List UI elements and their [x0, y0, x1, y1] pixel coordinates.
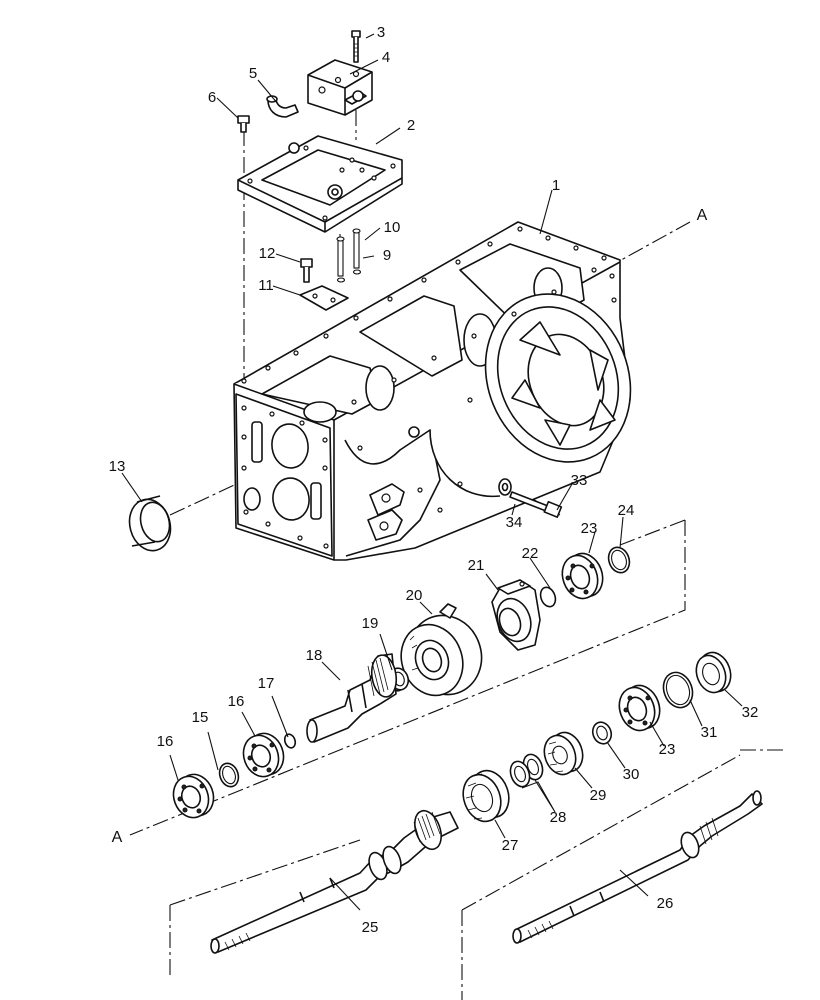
callout-5: 5: [249, 65, 257, 82]
section-refs: A A: [112, 207, 708, 846]
ball-bearing-16-right: [242, 732, 285, 778]
callout-3: 3: [377, 24, 385, 41]
callout-15: 15: [192, 709, 209, 726]
section-ref-a-bottom: A: [112, 829, 123, 846]
callout-18: 18: [306, 647, 323, 664]
callout-19: 19: [362, 615, 379, 632]
callout-20: 20: [406, 587, 423, 604]
callout-27: 27: [502, 837, 519, 854]
thrust-washer-30: [591, 721, 613, 745]
section-ref-a-top: A: [697, 207, 708, 224]
callout-13: 13: [109, 458, 126, 475]
snap-ring-24: [607, 546, 631, 574]
callout-29: 29: [590, 787, 607, 804]
callout-32: 32: [742, 704, 759, 721]
bolt-33: [509, 491, 563, 518]
callout-34: 34: [506, 514, 523, 531]
studs-9: [336, 228, 361, 277]
bearing-carrier-21: [491, 579, 541, 651]
ball-bearing-23-upper: [561, 552, 604, 600]
callout-16-right: 16: [228, 693, 245, 710]
washer-34: [498, 478, 512, 496]
callout-33: 33: [571, 472, 588, 489]
callout-17: 17: [258, 675, 275, 692]
callout-23-upper: 23: [581, 520, 598, 537]
ball-bearing-16-left: [172, 773, 215, 819]
callout-labels: 1 2 3 4 5 6 9 10 11 12 13 15 16 16 17 18…: [109, 24, 759, 936]
snap-ring-17: [283, 733, 297, 749]
callout-25: 25: [362, 919, 379, 936]
plate-11: [299, 285, 349, 311]
callout-31: 31: [701, 724, 718, 741]
valve-block-4: [307, 59, 373, 116]
gear-27: [462, 769, 510, 823]
callout-26: 26: [657, 895, 674, 912]
cover-plate-2: [237, 135, 403, 233]
oil-seal-32: [695, 651, 732, 694]
callout-11: 11: [258, 277, 274, 294]
transmission-housing-1: [233, 221, 632, 561]
callout-16-left: 16: [157, 733, 174, 750]
bushings-28: [509, 753, 544, 788]
callout-1: 1: [552, 177, 560, 194]
oil-seal-13: [128, 495, 172, 552]
callout-22: 22: [522, 545, 539, 562]
rear-face-holes: [241, 405, 329, 549]
callout-21: 21: [468, 557, 485, 574]
snap-ring-22: [539, 586, 557, 608]
callout-2: 2: [407, 117, 415, 134]
input-shaft-18: [306, 653, 398, 743]
leader-lines: [121, 33, 743, 911]
ball-bearing-23-lower: [618, 684, 661, 732]
callout-28: 28: [550, 809, 567, 826]
callout-24: 24: [618, 502, 635, 519]
callout-30: 30: [623, 766, 640, 783]
snap-ring-15: [218, 762, 240, 788]
callout-12: 12: [259, 245, 276, 262]
callout-23-lower: 23: [659, 741, 676, 758]
gear-29: [543, 731, 584, 776]
snap-ring-31: [662, 671, 694, 709]
bolt-12: [300, 258, 313, 283]
elbow-fitting-5: [266, 95, 299, 118]
pto-shaft-26: [512, 790, 763, 944]
callout-10: 10: [384, 219, 401, 236]
assembly-axes: [129, 110, 785, 1000]
bolt-6: [237, 115, 250, 133]
top-flange-holes: [241, 226, 617, 513]
callout-6: 6: [208, 89, 216, 106]
bolt-3: [351, 30, 361, 63]
o-rings-10: [336, 269, 362, 283]
callout-9: 9: [383, 247, 391, 264]
callout-4: 4: [382, 49, 390, 66]
main-shaft-25: [210, 809, 459, 954]
clutch-hub-20: [400, 603, 483, 697]
